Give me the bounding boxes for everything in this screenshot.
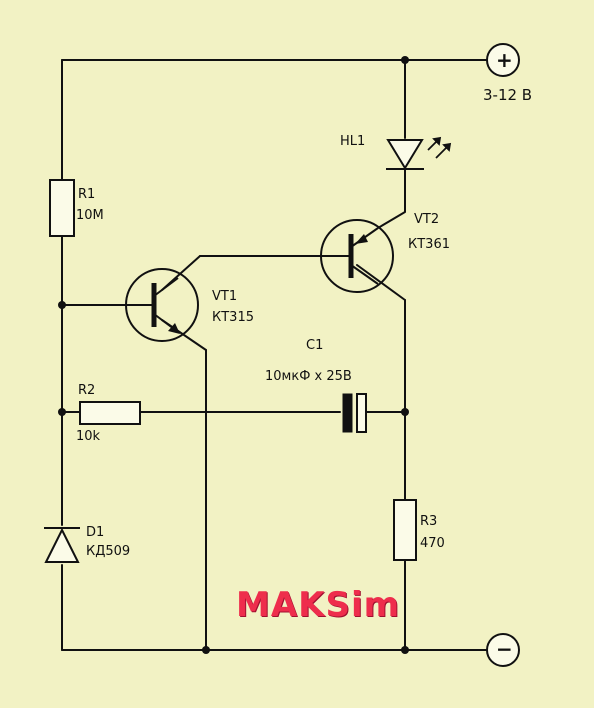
r3-ref-label: R3 <box>420 514 438 529</box>
vt2-part-label: КТ361 <box>408 237 450 252</box>
negative-terminal-symbol: − <box>496 637 513 661</box>
transistor-vt1 <box>125 268 199 342</box>
vt2-ref-label: VT2 <box>414 212 440 227</box>
d1-part-label: КД509 <box>86 544 131 559</box>
c1-value-label: 10мкФ х 25В <box>265 369 352 384</box>
light-emission-arrows-icon <box>427 136 452 159</box>
supply-voltage-label: 3-12 В <box>483 86 533 104</box>
diode-d1 <box>44 527 80 563</box>
r1-ref-label: R1 <box>78 187 96 202</box>
positive-terminal-symbol: + <box>496 48 513 72</box>
r3-value-label: 470 <box>420 536 445 551</box>
resistor-r2-body <box>79 401 141 425</box>
hl1-ref-label: HL1 <box>340 134 366 149</box>
c1-ref-label: C1 <box>306 338 324 353</box>
r2-ref-label: R2 <box>78 383 96 398</box>
r1-value-label: 10М <box>76 208 104 223</box>
d1-ref-label: D1 <box>86 525 105 540</box>
resistor-r1-body <box>49 179 75 237</box>
resistor-r3-body <box>393 499 417 561</box>
led-hl1 <box>386 139 424 170</box>
capacitor-c1-plate-positive <box>356 393 367 433</box>
vt1-ref-label: VT1 <box>212 289 238 304</box>
vt1-part-label: КТ315 <box>212 310 254 325</box>
transistor-vt2 <box>320 211 406 293</box>
junction-dots <box>58 56 409 654</box>
positive-terminal-icon <box>486 43 520 77</box>
maksim-watermark: MAKSim <box>236 585 401 625</box>
r2-value-label: 10k <box>76 429 101 444</box>
negative-terminal-icon <box>486 633 520 667</box>
capacitor-c1-plate-negative <box>342 393 353 433</box>
